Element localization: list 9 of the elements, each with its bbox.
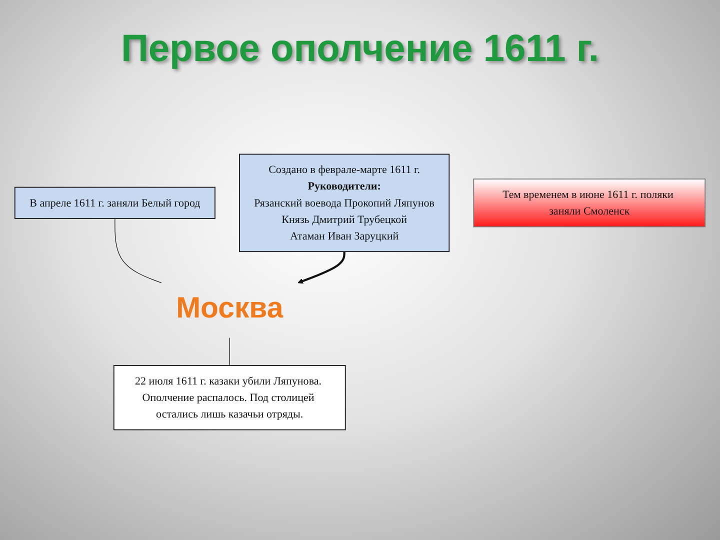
connector [229,338,230,366]
node-box: Создано в феврале-марте 1611 г. Руководители: Рязанский воевода Прокопий Ляпунов Князь Дмитрий Трубецкой Атаман Иван Заруцкий [239,154,450,252]
node-box: Тем временем в июне 1611 г. поляки заняли Смоленск [473,178,706,228]
title: Первое ополчение 1611 г. [121,28,599,71]
node-text: Москва [176,292,284,324]
node-box: В апреле 1611 г. заняли Белый город [14,186,216,219]
node-box: 22 июля 1611 г. казаки убили Ляпунова. Ополчение распалось. Под столицей остались лишь казачьи отряды. [113,365,346,430]
connector [114,218,162,284]
arrow [298,252,346,284]
